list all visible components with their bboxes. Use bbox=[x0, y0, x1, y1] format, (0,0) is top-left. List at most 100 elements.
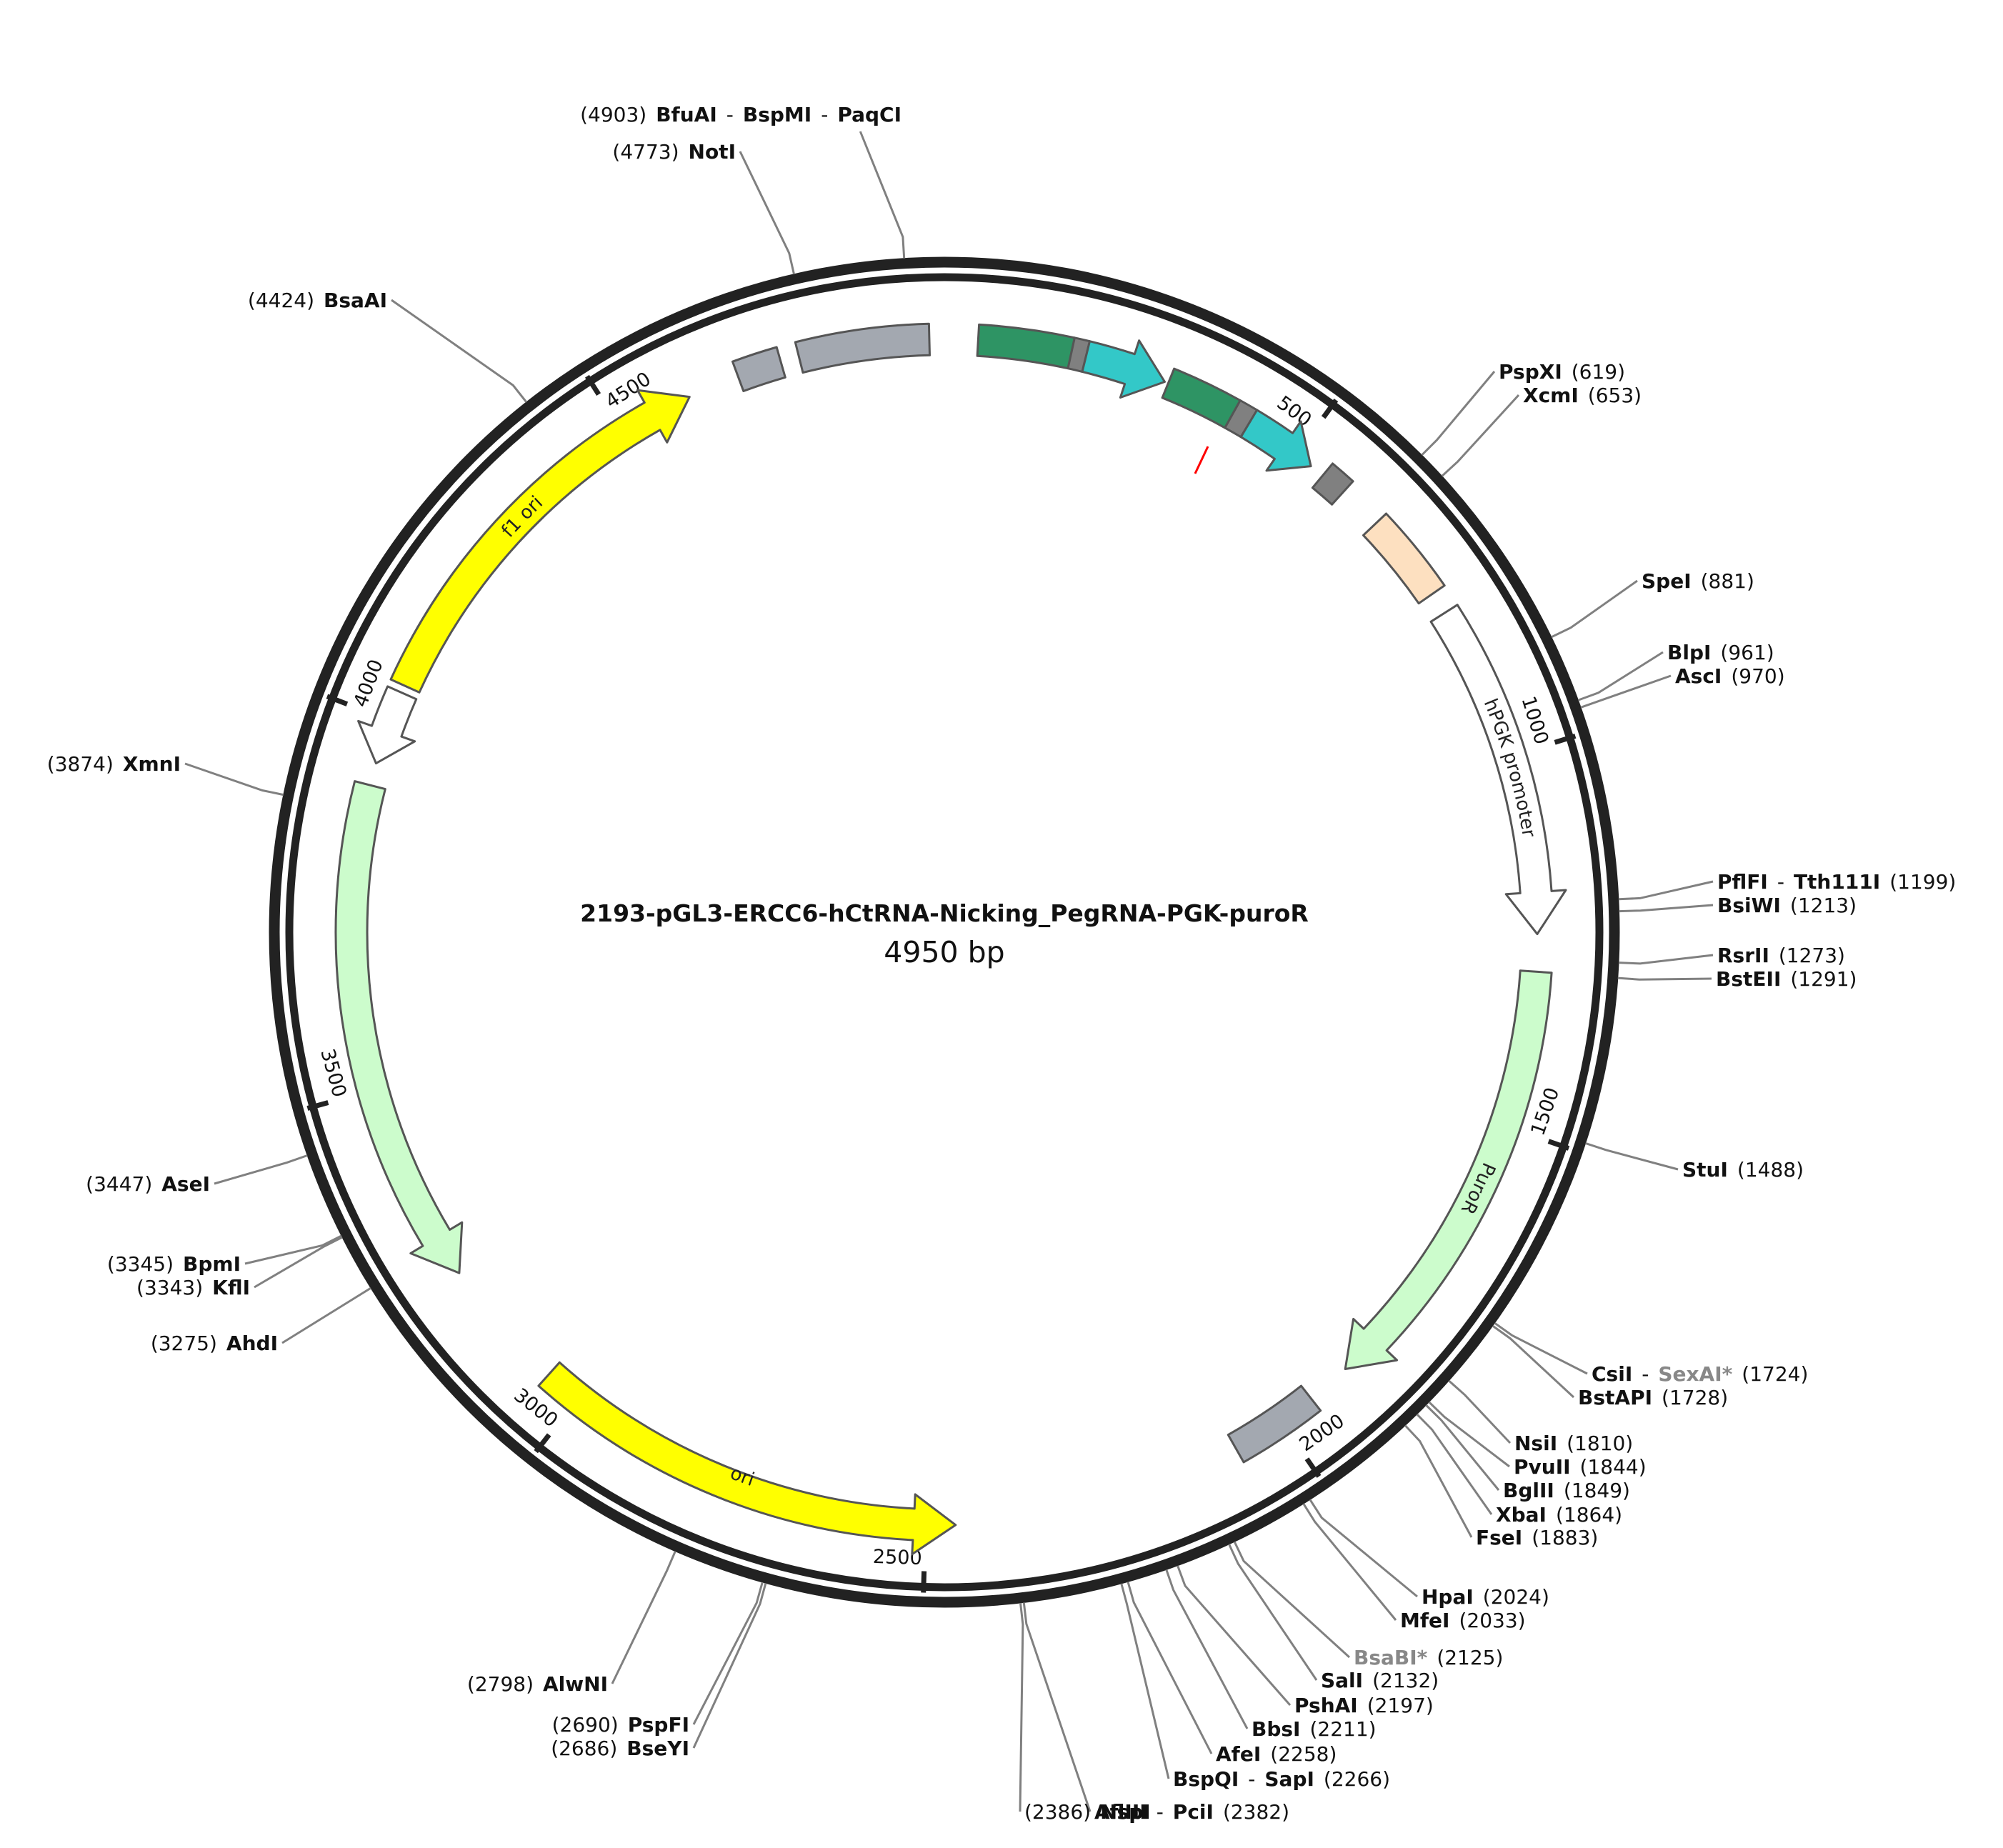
tick-mark bbox=[1547, 1139, 1570, 1151]
leader-line bbox=[692, 1582, 764, 1725]
site-position: (3447) bbox=[86, 1172, 152, 1196]
site-position: (1488) bbox=[1737, 1158, 1804, 1182]
enzyme-leader-lines bbox=[184, 131, 1714, 1812]
plasmid-name: 2193-pGL3-ERCC6-hCtRNA-Nicking_PegRNA-PG… bbox=[580, 899, 1309, 927]
restriction-site-label: AflIII-PciI(2382) bbox=[1094, 1800, 1289, 1824]
feature-segment bbox=[1081, 339, 1166, 399]
site-position: (2686) bbox=[551, 1737, 617, 1760]
restriction-site-label: PspXI (619) bbox=[1499, 360, 1625, 384]
enzyme-name: XbaI bbox=[1496, 1503, 1547, 1527]
leader-line bbox=[1619, 904, 1714, 913]
leader-line bbox=[1302, 1503, 1397, 1621]
restriction-site-label: RsrII(1273) bbox=[1717, 944, 1845, 967]
feature-segment bbox=[976, 323, 1076, 370]
site-position: (619) bbox=[1572, 360, 1625, 384]
restriction-site-label: (3874) XmnI bbox=[47, 752, 181, 776]
enzyme-name: PciI bbox=[1173, 1800, 1214, 1824]
enzyme-name: SexAI* bbox=[1658, 1362, 1732, 1386]
leader-line bbox=[611, 1551, 676, 1684]
leader-line bbox=[1617, 977, 1712, 981]
restriction-site-label: BstAPI(1728) bbox=[1578, 1386, 1728, 1409]
restriction-site-label: BstEII(1291) bbox=[1716, 967, 1857, 991]
enzyme-name: XcmI bbox=[1523, 384, 1579, 407]
enzyme-name: SalI bbox=[1321, 1669, 1363, 1692]
enzyme-name: BspMI bbox=[743, 103, 811, 126]
plasmid-backbone bbox=[269, 256, 1620, 1608]
enzyme-name: PspXI bbox=[1499, 360, 1562, 384]
restriction-site-label: BlpI(961) bbox=[1667, 641, 1774, 664]
enzyme-name: AseI bbox=[161, 1172, 210, 1196]
leader-line bbox=[1127, 1581, 1213, 1754]
backbone-inner-ring bbox=[285, 273, 1604, 1592]
enzyme-name: KflI bbox=[212, 1276, 250, 1299]
enzyme-name: CsiI bbox=[1592, 1362, 1632, 1386]
leader-line bbox=[1177, 1565, 1292, 1706]
leader-line bbox=[1618, 954, 1714, 965]
site-position: (2386) bbox=[1024, 1800, 1091, 1824]
feature-segment bbox=[1161, 367, 1242, 429]
leader-line bbox=[281, 1287, 371, 1344]
enzyme-name: MfeI bbox=[1400, 1609, 1449, 1632]
feature-segment bbox=[794, 322, 931, 374]
feature-ori bbox=[537, 1361, 957, 1556]
site-position: - bbox=[1157, 1800, 1164, 1824]
site-position: (2033) bbox=[1459, 1609, 1525, 1632]
backbone-outer-ring bbox=[269, 256, 1620, 1608]
leader-line bbox=[244, 1234, 342, 1265]
feature-label-path bbox=[411, 403, 692, 689]
restriction-site-label: AfeI(2258) bbox=[1216, 1742, 1337, 1766]
leader-line bbox=[1309, 1499, 1418, 1598]
site-position: (3343) bbox=[136, 1276, 203, 1299]
site-position: (881) bbox=[1701, 569, 1754, 593]
site-position: (653) bbox=[1588, 384, 1642, 407]
feature-segment bbox=[1227, 1384, 1322, 1464]
leader-line bbox=[1492, 1324, 1575, 1399]
leader-line bbox=[1120, 1583, 1170, 1779]
restriction-site-label: (4424)BsaAI bbox=[248, 289, 387, 312]
site-position: - bbox=[726, 103, 734, 126]
enzyme-name: BfuAI bbox=[656, 103, 717, 126]
enzyme-name: XmnI bbox=[123, 752, 181, 776]
feature-segment bbox=[731, 346, 786, 392]
leader-line bbox=[1618, 880, 1714, 901]
leader-line bbox=[391, 299, 528, 403]
leader-line bbox=[1448, 1379, 1512, 1444]
leader-line bbox=[1585, 1142, 1679, 1171]
leader-line bbox=[1233, 1541, 1351, 1659]
nick-site-marker bbox=[1194, 446, 1209, 474]
leader-line bbox=[1494, 1322, 1588, 1375]
enzyme-name: NsiI bbox=[1514, 1432, 1557, 1455]
enzyme-name: AscI bbox=[1675, 664, 1722, 688]
enzyme-name: SapI bbox=[1264, 1767, 1314, 1791]
leader-line bbox=[692, 1582, 767, 1749]
tick-mark bbox=[1554, 733, 1577, 745]
site-position: - bbox=[1777, 870, 1784, 894]
enzyme-name: BsaAI bbox=[324, 289, 387, 312]
restriction-site-label: (4773)NotI bbox=[612, 140, 736, 164]
restriction-site-label: XcmI (653) bbox=[1523, 384, 1642, 407]
restriction-site-labels: (4903)BfuAI-BspMI-PaqCI(4773)NotI(4424)B… bbox=[47, 103, 1957, 1824]
site-position: (1213) bbox=[1790, 894, 1857, 917]
plasmid-size: 4950 bp bbox=[884, 935, 1004, 969]
site-position: (1273) bbox=[1779, 944, 1845, 967]
enzyme-name: PvuII bbox=[1514, 1455, 1571, 1479]
restriction-site-label: (2386)NspI bbox=[1024, 1800, 1151, 1824]
leader-line bbox=[254, 1236, 343, 1289]
site-position: (2258) bbox=[1270, 1742, 1337, 1766]
site-position: (2024) bbox=[1483, 1585, 1549, 1609]
tick-mark bbox=[326, 694, 349, 706]
feature-segment bbox=[1362, 512, 1446, 605]
restriction-site-label: BbsI(2211) bbox=[1252, 1717, 1377, 1741]
restriction-site-label: AscI(970) bbox=[1675, 664, 1785, 688]
enzyme-name: BstAPI bbox=[1578, 1386, 1652, 1409]
feature-f1-ori bbox=[389, 389, 691, 694]
enzyme-name: StuI bbox=[1682, 1158, 1728, 1182]
restriction-site-label: BspQI-SapI(2266) bbox=[1173, 1767, 1390, 1791]
restriction-site-label: CsiI-SexAI*(1724) bbox=[1592, 1362, 1808, 1386]
leader-line bbox=[1022, 1602, 1092, 1812]
restriction-site-label: (2686)BseYI bbox=[551, 1737, 689, 1760]
enzyme-name: BsiWI bbox=[1717, 894, 1781, 917]
enzyme-name: SpeI bbox=[1642, 569, 1692, 593]
site-position: (3874) bbox=[47, 752, 114, 776]
